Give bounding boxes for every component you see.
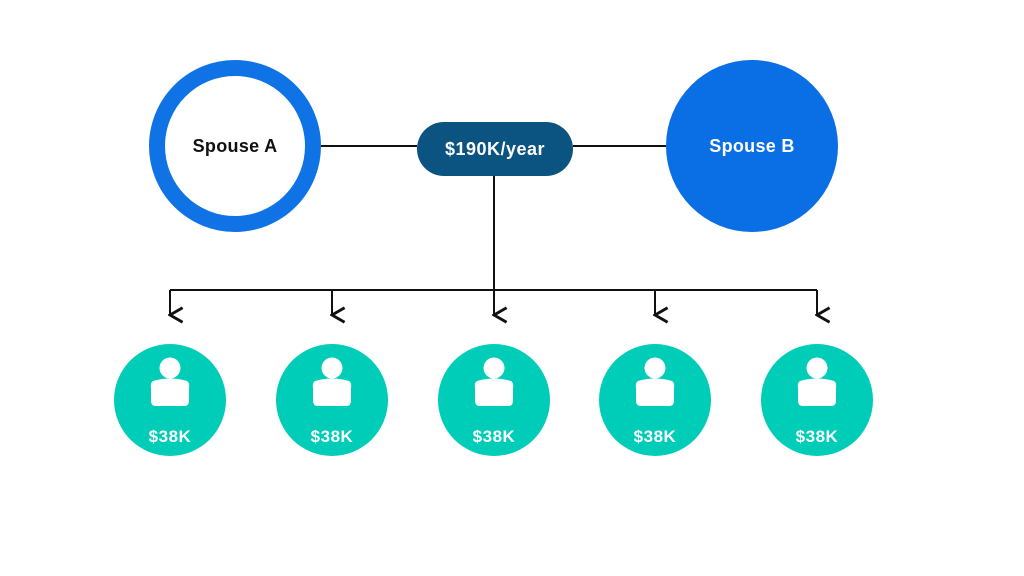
household-income-label: $190K/year: [444, 138, 546, 159]
child-node: $38K: [114, 344, 226, 456]
child-share-label: $38K: [310, 427, 354, 446]
spouse-a-label: Spouse A: [192, 135, 278, 156]
person-icon: [635, 357, 675, 406]
child-share-label: $38K: [148, 427, 192, 446]
child-node: $38K: [761, 344, 873, 456]
household-income-pill: $190K/year: [417, 122, 573, 176]
child-node: $38K: [276, 344, 388, 456]
person-icon: [312, 357, 352, 406]
person-icon: [797, 357, 837, 406]
child-node: $38K: [438, 344, 550, 456]
child-node: $38K: [599, 344, 711, 456]
spouse-b-label: Spouse B: [709, 135, 795, 156]
child-share-label: $38K: [795, 427, 839, 446]
child-share-label: $38K: [633, 427, 677, 446]
spouse-b-node: Spouse B: [666, 60, 838, 232]
spouse-a-node: Spouse A: [149, 60, 321, 232]
person-icon: [474, 357, 514, 406]
person-icon: [150, 357, 190, 406]
child-share-label: $38K: [472, 427, 516, 446]
